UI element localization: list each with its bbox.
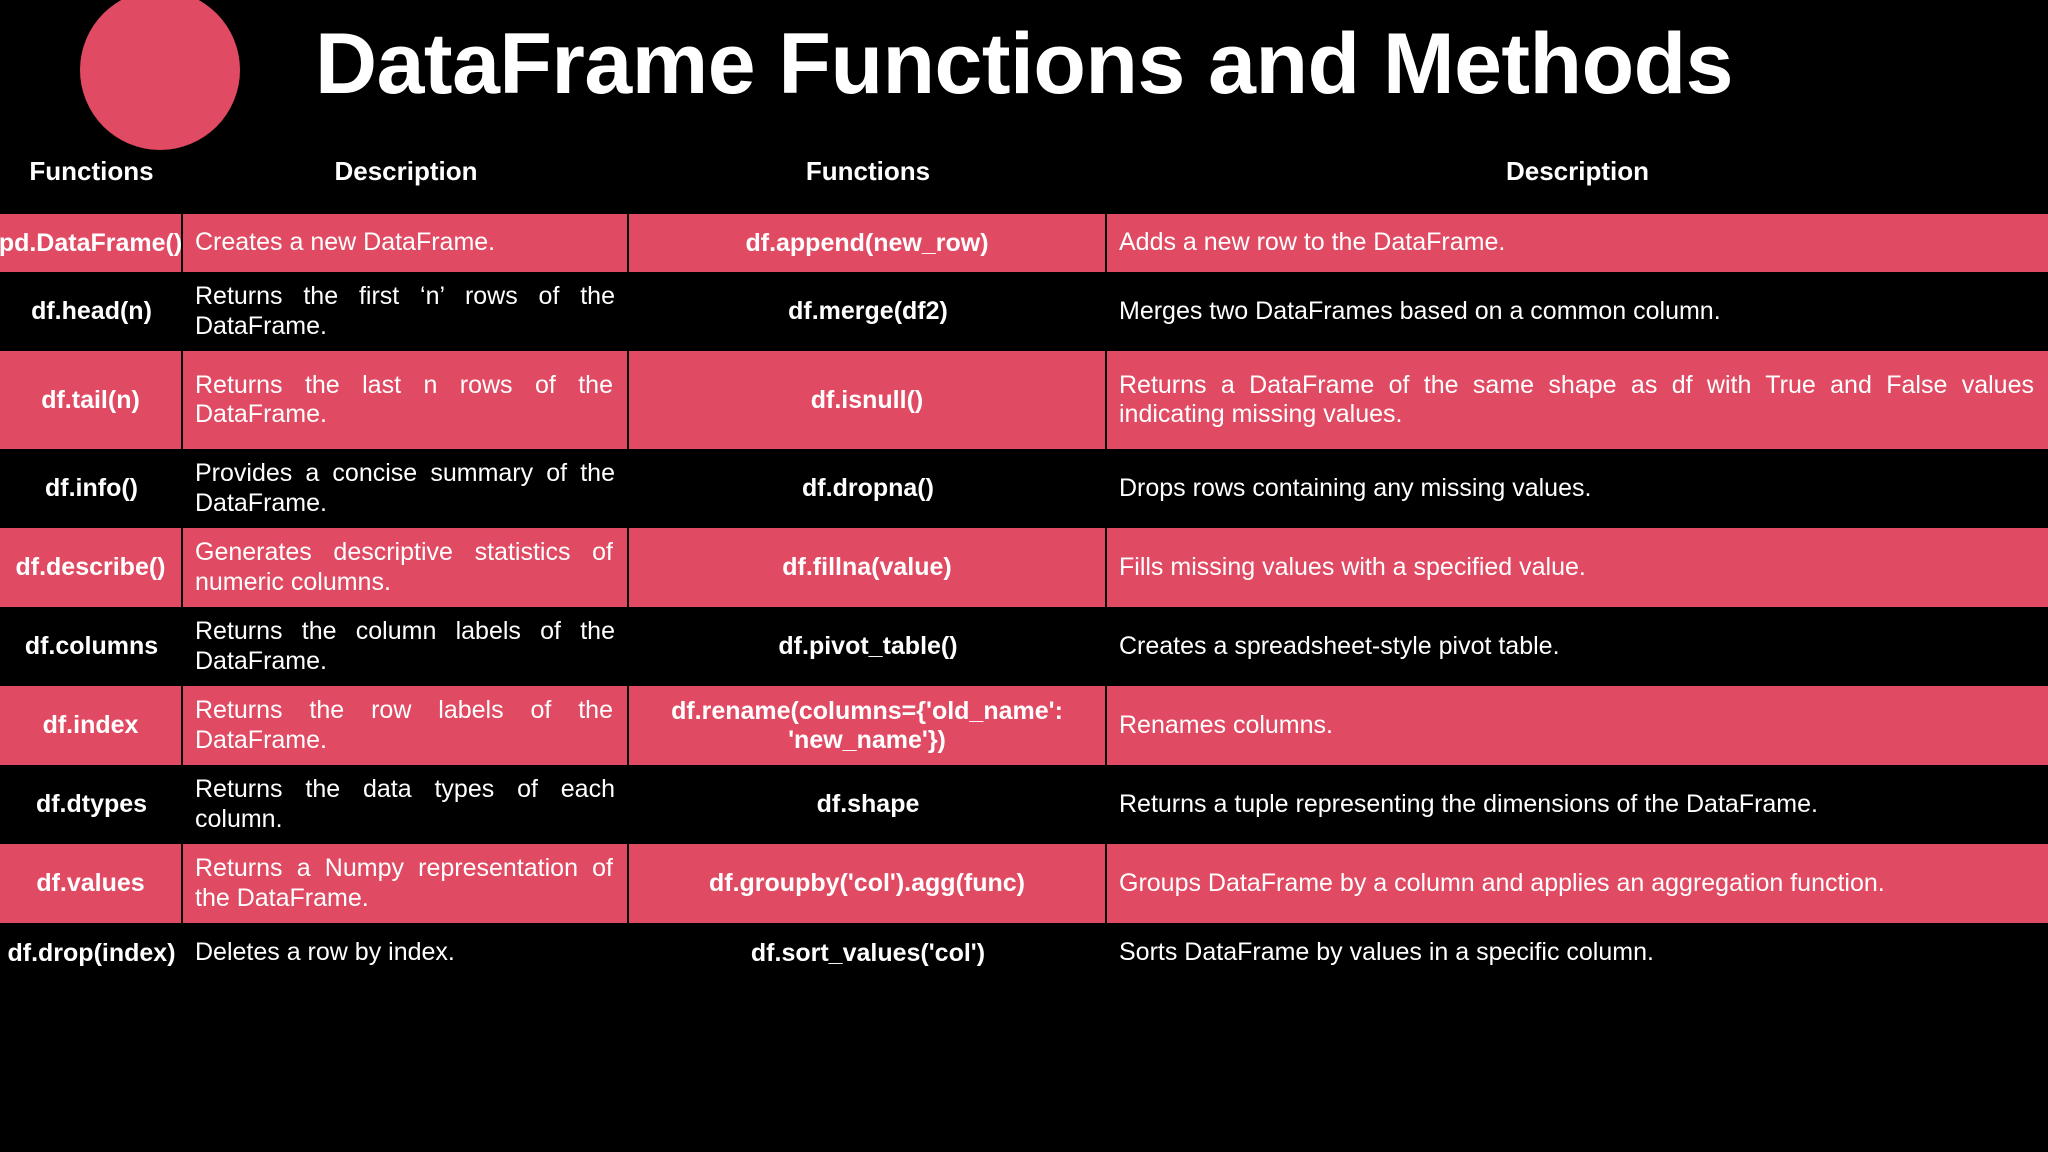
cell-right-description-3: Drops rows containing any missing values… xyxy=(1119,473,1592,502)
cell-right-function-0: df.append(new_row) xyxy=(629,214,1107,272)
header-right-description: Description xyxy=(1505,155,1650,186)
cell-left-description-1: Returns the first ‘n’ rows of the DataFr… xyxy=(195,282,615,340)
cell-left-description-0: Creates a new DataFrame. xyxy=(183,214,629,272)
cell-right-description-4: Fills missing values with a specified va… xyxy=(1119,552,1586,581)
table-row: df.info() Provides a concise summary of t… xyxy=(0,449,2048,528)
cell-left-function-0: pd.DataFrame() xyxy=(0,214,183,272)
cell-left-description-5: Returns the column labels of the DataFra… xyxy=(195,617,615,675)
cell-right-function-2: df.isnull() xyxy=(629,351,1107,449)
cell-right-description-9: Sorts DataFrame by values in a specific … xyxy=(1119,938,1654,967)
cell-left-function-8: df.values xyxy=(0,844,183,923)
table-row: df.drop(index) Deletes a row by index. df.… xyxy=(0,923,2048,983)
header-left-description: Description xyxy=(334,155,478,186)
cell-left-function-2: df.tail(n) xyxy=(0,351,183,449)
column-header-band: Functions Description Functions Descript… xyxy=(0,128,2048,214)
cell-right-description-2: Returns a DataFrame of the same shape as… xyxy=(1119,370,2034,429)
cell-left-description-7: Returns the data types of each column. xyxy=(195,775,615,833)
cell-left-description-2: Returns the last n rows of the DataFrame… xyxy=(183,351,629,449)
cell-left-function-4: df.describe() xyxy=(0,528,183,607)
cell-right-description-8: Groups DataFrame by a column and applies… xyxy=(1119,868,1885,897)
cell-left-description-3: Provides a concise summary of the DataFr… xyxy=(195,459,615,517)
cell-left-function-3: df.info() xyxy=(44,474,138,502)
cell-right-function-1: df.merge(df2) xyxy=(788,297,948,325)
cell-left-description-8: Returns a Numpy representation of the Da… xyxy=(183,844,629,923)
table-row: df.columns Returns the column labels of t… xyxy=(0,607,2048,686)
functions-table: pd.DataFrame()Creates a new DataFrame.df… xyxy=(0,214,2048,983)
cell-left-function-6: df.index xyxy=(0,686,183,765)
table-row: pd.DataFrame()Creates a new DataFrame.df… xyxy=(0,214,2048,272)
cell-left-function-1: df.head(n) xyxy=(31,297,152,325)
table-row: df.dtypes Returns the data types of each … xyxy=(0,765,2048,844)
cell-left-description-6: Returns the row labels of the DataFrame. xyxy=(183,686,629,765)
cell-left-description-4: Generates descriptive statistics of nume… xyxy=(183,528,629,607)
table-row: df.head(n) Returns the first ‘n’ rows of … xyxy=(0,272,2048,351)
cell-right-function-3: df.dropna() xyxy=(802,474,934,502)
page-title: DataFrame Functions and Methods xyxy=(315,16,1734,112)
cell-left-function-9: df.drop(index) xyxy=(7,938,176,967)
cell-right-description-6: Renames columns. xyxy=(1119,710,1333,739)
cell-right-description-5: Creates a spreadsheet-style pivot table. xyxy=(1119,631,1560,660)
cell-right-function-9: df.sort_values('col') xyxy=(750,938,986,967)
cell-left-function-7: df.dtypes xyxy=(35,790,148,818)
header-left-functions: Functions xyxy=(29,155,154,186)
cell-right-function-6: df.rename(columns={'old_name': 'new_name… xyxy=(629,686,1107,765)
cell-right-description-0: Adds a new row to the DataFrame. xyxy=(1119,228,1506,257)
cell-right-description-7: Returns a tuple representing the dimensi… xyxy=(1119,789,1818,818)
cell-left-description-9: Deletes a row by index. xyxy=(195,938,455,967)
cell-right-function-7: df.shape xyxy=(816,790,920,818)
cell-right-function-4: df.fillna(value) xyxy=(629,528,1107,607)
cell-right-description-1: Merges two DataFrames based on a common … xyxy=(1119,296,1721,325)
pink-circle-decoration xyxy=(80,0,240,150)
table-row: df.describe()Generates descriptive stati… xyxy=(0,528,2048,607)
table-row: df.tail(n)Returns the last n rows of the… xyxy=(0,351,2048,449)
header-right-functions: Functions xyxy=(805,155,931,186)
cell-right-function-5: df.pivot_table() xyxy=(778,632,958,660)
cell-left-function-5: df.columns xyxy=(24,632,159,660)
cell-right-function-8: df.groupby('col').agg(func) xyxy=(629,844,1107,923)
